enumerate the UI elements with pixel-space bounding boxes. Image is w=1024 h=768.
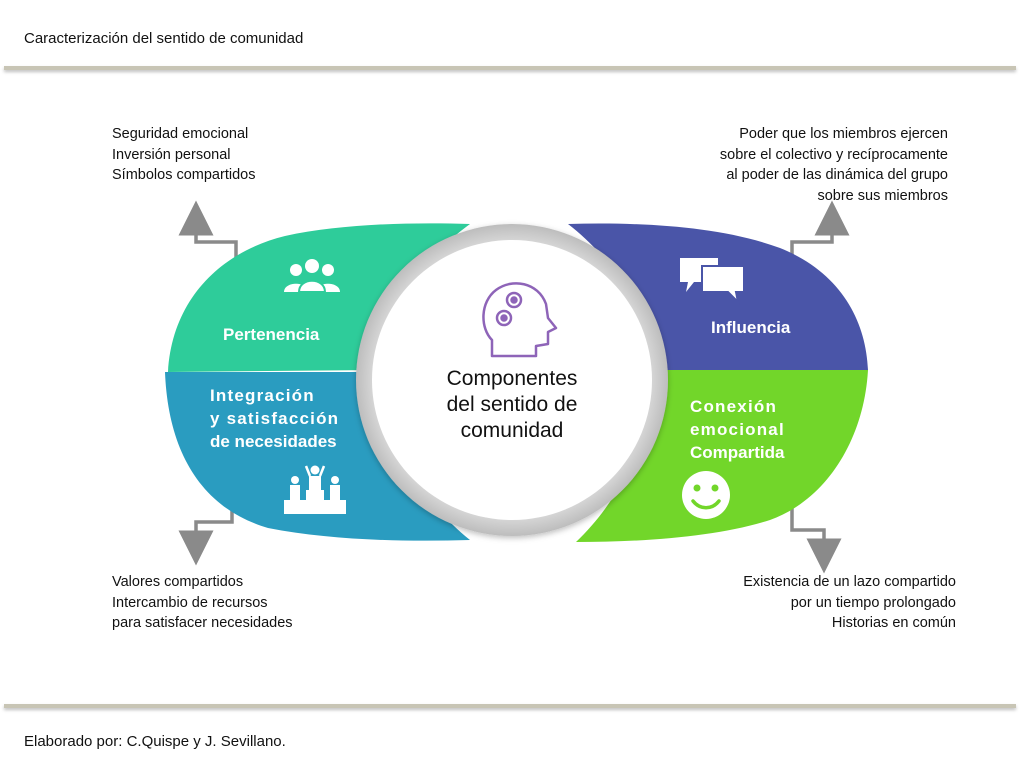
note-line: Valores compartidos [112,574,244,590]
label-integracion-line-2: y satisfacción [210,409,340,428]
note-line: sobre sus miembros [817,187,948,204]
note-bottom-right: Existencia de un lazo compartido por un … [743,572,956,634]
page-title: Caracterización del sentido de comunidad [24,30,304,47]
footer-credit: Elaborado por: C.Quispe y J. Sevillano. [24,733,286,750]
note-line: al poder de las dinámica del grupo [726,167,948,183]
label-influencia: Influencia [711,318,791,337]
note-line: Símbolos compartidos [112,167,256,183]
note-line: para satisfacer necesidades [112,615,293,631]
note-line: Poder que los miembros ejercen [739,126,948,142]
segment-integracion [165,372,470,541]
connector-arrow-top-right [790,200,850,258]
podium-icon [284,465,346,514]
label-integracion-line-3: de necesidades [210,432,337,451]
note-top-right: Poder que los miembros ejercen sobre el … [720,124,948,206]
connector-arrow-bottom-right [790,498,842,574]
label-conexion-line-3: Compartida [690,443,785,462]
label-integracion-line-1: Integración [210,386,315,405]
note-line: por un tiempo prolongado [790,594,956,611]
note-top-left: Seguridad emocional Inversión personal S… [112,124,255,186]
note-bottom-left: Valores compartidos Intercambio de recur… [112,572,293,634]
connector-arrow-top-left [178,200,238,258]
note-line: Historias en común [831,615,956,631]
segment-influencia [568,223,868,370]
group-people-icon [284,259,340,293]
note-line: Existencia de un lazo compartido [743,574,956,590]
label-pertenencia: Pertenencia [223,325,320,344]
smiley-icon [682,471,730,519]
note-line: Intercambio de recursos [112,594,268,611]
head-gears-icon [482,282,558,358]
center-title-line-2: del sentido de [446,393,578,416]
center-title: Componentes del sentido de comunidad [422,366,602,444]
center-title-line-3: comunidad [460,419,564,442]
label-integracion: Integración y satisfacción de necesidade… [210,384,339,453]
segment-pertenencia [168,223,470,372]
footer-divider [4,704,1016,708]
note-line: sobre el colectivo y recíprocamente [719,146,948,163]
header-divider [4,66,1016,70]
center-disc [372,240,652,520]
label-conexion-line-2: emocional [690,420,785,439]
label-conexion-line-1: Conexión [690,397,778,416]
note-line: Inversión personal [112,146,231,163]
label-conexion: Conexión emocional Compartida [690,395,785,464]
chat-bubbles-icon [680,258,745,306]
center-title-line-1: Componentes [446,367,578,390]
note-line: Seguridad emocional [112,126,249,142]
